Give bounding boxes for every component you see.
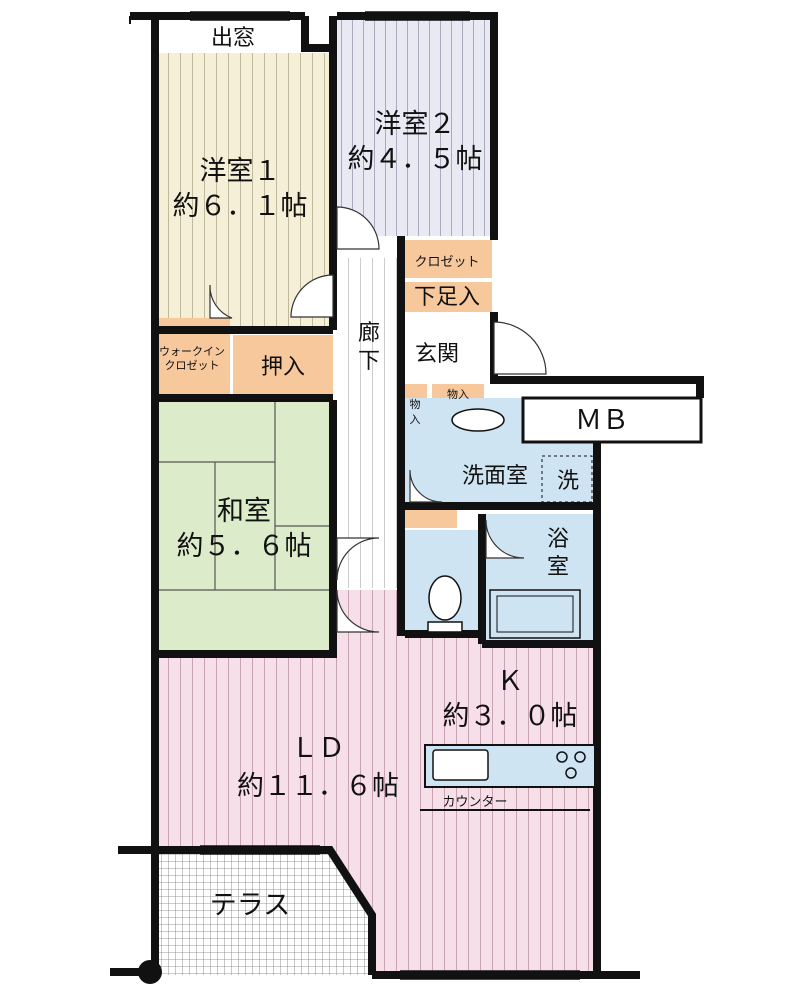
japanese-room-floor: [155, 400, 333, 654]
bathroom-label: 浴: [547, 527, 569, 552]
washer-space: [541, 455, 593, 503]
storage-top-floor: [432, 384, 484, 402]
western-room-1-size: 約６．１帖: [173, 191, 308, 222]
kitchen-size: 約３．０帖: [443, 701, 578, 732]
sink-icon: [432, 749, 489, 781]
storage-top-label: 物入: [447, 387, 469, 401]
bay-window-area: [155, 18, 305, 53]
meter-box: [521, 396, 703, 444]
western-room-2-floor: [337, 18, 494, 236]
terrace-floor: [155, 850, 372, 975]
shoe-cabinet-label: 下足入: [414, 285, 480, 310]
hallway-label: 下: [358, 349, 380, 374]
meter-box-label: ＭＢ: [575, 405, 629, 436]
oshiire-label: 押入: [261, 355, 305, 380]
washroom-label: 洗面室: [462, 464, 528, 489]
entrance-label: 玄関: [415, 342, 459, 367]
toilet-tank-icon: [427, 621, 463, 633]
door-swings: [209, 206, 547, 633]
tatami-lines: [155, 400, 333, 591]
storage-bottom-floor: [405, 510, 457, 528]
closet-label: クロゼット: [414, 255, 479, 270]
stove-burner-icon: [565, 767, 577, 779]
terrace-label: テラス: [210, 890, 290, 921]
western-room-1-floor: [155, 53, 333, 330]
living-dining-size: 約１１．６帖: [237, 771, 399, 802]
stove-burner-icon: [556, 751, 568, 763]
bay-window-label: 出窓: [211, 26, 255, 51]
toilet-bowl-icon: [428, 575, 462, 621]
stove-burner-icon: [574, 751, 586, 763]
windows: [190, 11, 580, 980]
western-room-2-size: 約４．５帖: [348, 144, 483, 175]
japanese-room-name: 和室: [217, 496, 271, 527]
wash-basin-icon: [451, 408, 505, 432]
storage-side-label: 物: [410, 397, 421, 411]
washer-label: 洗: [557, 469, 579, 494]
shoe-cabinet-floor: [402, 282, 492, 312]
closet-floor: [402, 240, 492, 278]
bathroom-label: 室: [547, 555, 569, 580]
kitchen-name: Ｋ: [497, 666, 524, 697]
living-dining-name: ＬＤ: [291, 733, 345, 764]
counter-label: カウンター: [442, 795, 507, 810]
western-room-1-name: 洋室１: [200, 156, 281, 187]
hallway-floor: [337, 258, 401, 588]
bathtub-inner-icon: [496, 595, 574, 633]
hallway-label: 廊: [358, 321, 380, 346]
walk-in-closet-label: ウォークイン: [159, 345, 225, 358]
bathtub-icon: [489, 589, 581, 639]
japanese-room-size: 約５．６帖: [177, 531, 312, 562]
storage-side-label: 入: [410, 413, 421, 426]
living-dining-floor: [155, 590, 597, 975]
column-marker-icon: [138, 960, 162, 984]
oshiire-floor: [233, 335, 333, 398]
walk-in-closet-label: クロゼット: [165, 359, 220, 372]
western-room-2-name: 洋室２: [375, 109, 456, 140]
